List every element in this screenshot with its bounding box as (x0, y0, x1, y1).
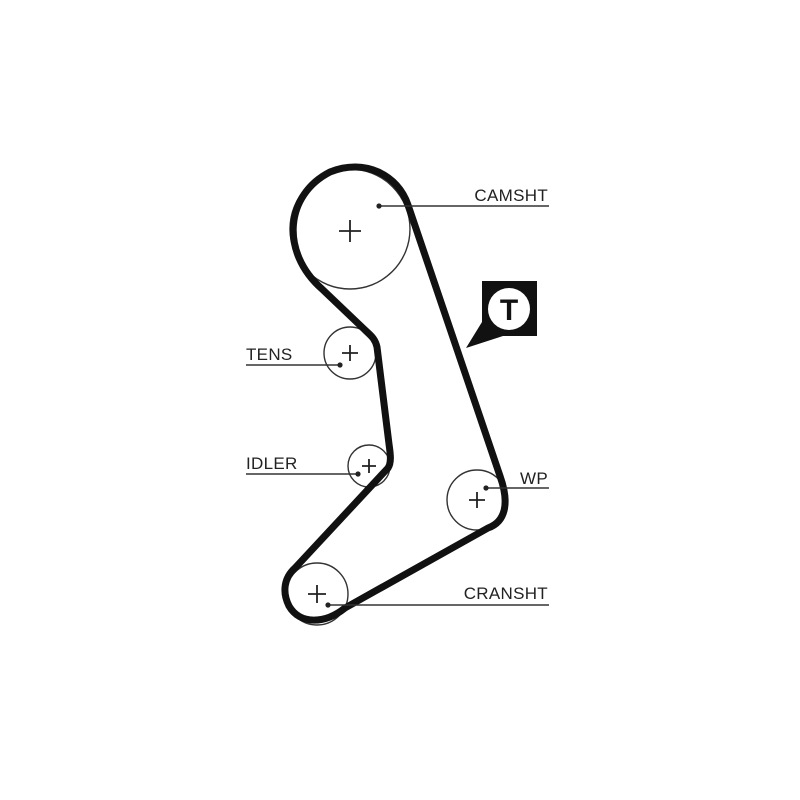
water-pump-leader-dot (483, 485, 489, 491)
tensioner-badge-icon: T (466, 281, 537, 348)
crankshaft-leader-dot (325, 602, 331, 608)
timing-belt (281, 163, 509, 624)
water-pump-pulley (446, 469, 508, 531)
camshaft-label: CAMSHT (474, 186, 548, 205)
crankshaft-pulley (285, 562, 349, 626)
tensioner-label: TENS (246, 345, 293, 364)
water-pump-label: WP (520, 469, 548, 488)
tensioner-pulley (323, 326, 377, 380)
camshaft-leader-dot (376, 203, 382, 209)
idler-leader-dot (355, 471, 361, 477)
idler-pulley (347, 444, 391, 488)
tensioner-leader-dot (337, 362, 343, 368)
crankshaft-label: CRANSHT (464, 584, 548, 603)
badge-letter: T (500, 294, 518, 327)
idler-label: IDLER (246, 454, 298, 473)
